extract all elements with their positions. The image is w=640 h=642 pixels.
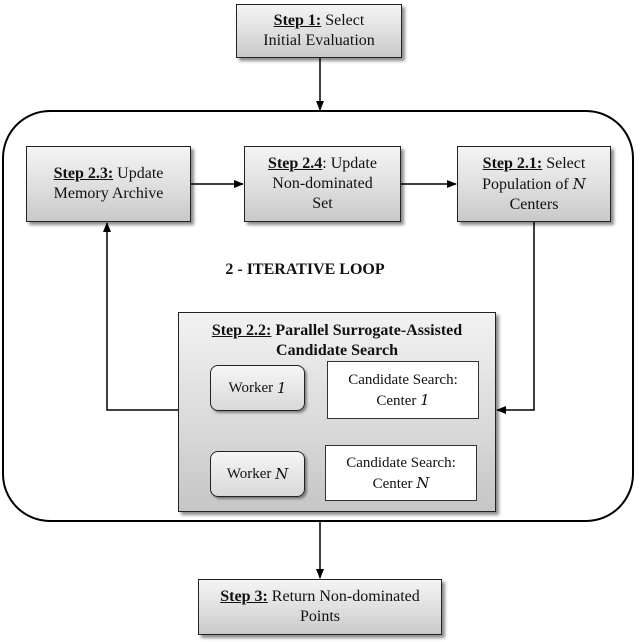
loop-title: 2 - ITERATIVE LOOP xyxy=(225,261,385,278)
step23-line2: Memory Archive xyxy=(53,185,164,202)
worker-1-var: 1 xyxy=(276,379,287,397)
candidate-1-line2: Center xyxy=(376,392,417,409)
step22-title: Step 2.2: Parallel Surrogate-Assisted Ca… xyxy=(179,321,495,361)
step21-label: Step 2.1: xyxy=(482,154,543,172)
step23-text: Update xyxy=(117,165,164,182)
worker-n-text: Worker xyxy=(226,465,272,482)
step24-line3: Set xyxy=(312,195,333,212)
step22-label: Step 2.2: xyxy=(211,322,272,339)
step3-text: Return Non-dominated xyxy=(271,588,420,605)
step21-line2: Population of xyxy=(482,175,569,193)
step1-box: Step 1: Select Initial Evaluation xyxy=(236,4,402,58)
step23-label: Step 2.3: xyxy=(53,165,114,182)
candidate-n-line1: Candidate Search: xyxy=(346,454,456,471)
step1-label: Step 1: xyxy=(273,12,322,29)
candidate-n-line2: Center xyxy=(372,475,413,492)
step21-var-n: N xyxy=(572,174,586,193)
step24-label: Step 2.4 xyxy=(268,155,323,172)
step23-box: Step 2.3: Update Memory Archive xyxy=(26,146,191,222)
step24-text: : Update xyxy=(322,155,377,172)
candidate-1-var: 1 xyxy=(420,390,430,409)
worker-n-var: N xyxy=(275,465,289,483)
candidate-center-n-box: Candidate Search: Center N xyxy=(325,445,477,501)
arrow-step21-to-step22 xyxy=(496,222,535,414)
step24-box: Step 2.4: Update Non-dominated Set xyxy=(244,146,401,222)
step3-box: Step 3: Return Non-dominated Points xyxy=(198,579,442,635)
candidate-n-var: N xyxy=(416,473,430,492)
step22-text: Parallel Surrogate-Assisted xyxy=(275,322,463,339)
candidate-center-1-box: Candidate Search: Center 1 xyxy=(327,361,479,419)
worker-n-box: Worker N xyxy=(210,451,305,497)
step21-line3: Centers xyxy=(509,195,559,213)
step21-text: Select xyxy=(546,154,586,172)
step21-box: Step 2.1: Select Population of N Centers xyxy=(457,146,611,222)
step3-label: Step 3: xyxy=(220,588,268,605)
step24-line2: Non-dominated xyxy=(272,175,373,192)
arrow-step22-to-step23 xyxy=(103,222,178,411)
step1-text: Select xyxy=(325,12,365,29)
step3-line2: Points xyxy=(299,608,340,625)
step1-line2: Initial Evaluation xyxy=(263,32,375,49)
step22-line2: Candidate Search xyxy=(276,342,398,359)
worker-1-box: Worker 1 xyxy=(210,365,305,411)
worker-1-text: Worker xyxy=(228,379,274,396)
candidate-1-line1: Candidate Search: xyxy=(348,371,458,388)
